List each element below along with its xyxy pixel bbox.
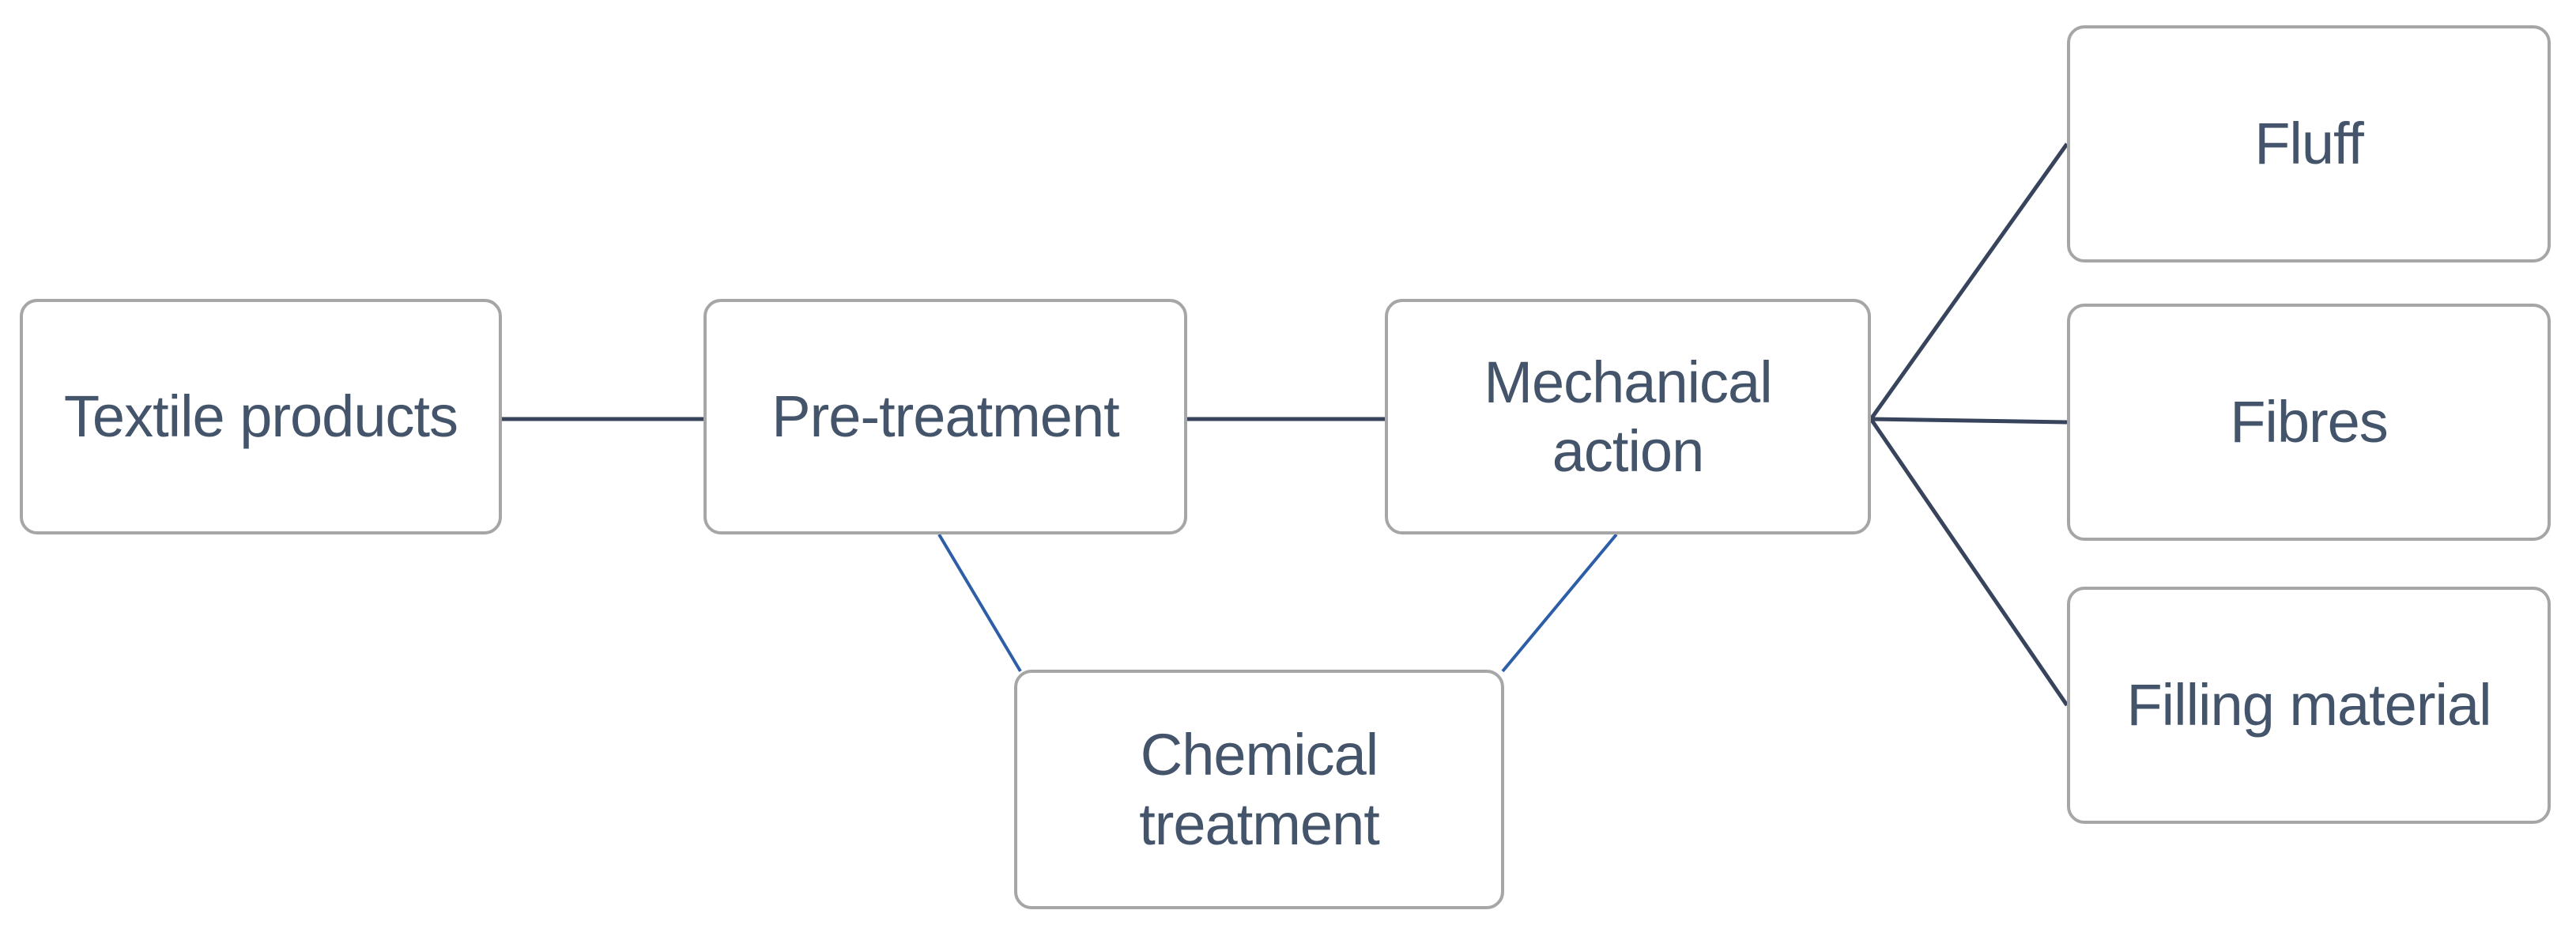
connector-pretreatment-to-chemical bbox=[937, 533, 1022, 673]
node-label-mechanical-action: Mechanical action bbox=[1484, 349, 1772, 484]
node-label-textile-products: Textile products bbox=[63, 383, 458, 450]
node-label-chemical-treatment: Chemical treatment bbox=[1139, 722, 1380, 857]
node-pre-treatment: Pre-treatment bbox=[703, 299, 1187, 534]
node-fibres: Fibres bbox=[2067, 304, 2551, 541]
connector-mechanical-to-fibres bbox=[1870, 417, 2068, 425]
node-label-fibres: Fibres bbox=[2230, 389, 2389, 455]
node-filling-material: Filling material bbox=[2067, 587, 2551, 824]
node-label-pre-treatment: Pre-treatment bbox=[771, 383, 1119, 450]
connector-mechanical-to-filling bbox=[1869, 417, 2069, 707]
node-chemical-treatment: Chemical treatment bbox=[1014, 670, 1504, 909]
connector-mechanical-to-chemical bbox=[1501, 533, 1618, 673]
node-textile-products: Textile products bbox=[20, 299, 502, 534]
node-fluff: Fluff bbox=[2067, 25, 2551, 262]
connector-mechanical-to-fluff bbox=[1869, 142, 2069, 421]
node-label-fluff: Fluff bbox=[2254, 111, 2364, 177]
node-mechanical-action: Mechanical action bbox=[1385, 299, 1871, 534]
node-label-filling-material: Filling material bbox=[2126, 672, 2491, 738]
